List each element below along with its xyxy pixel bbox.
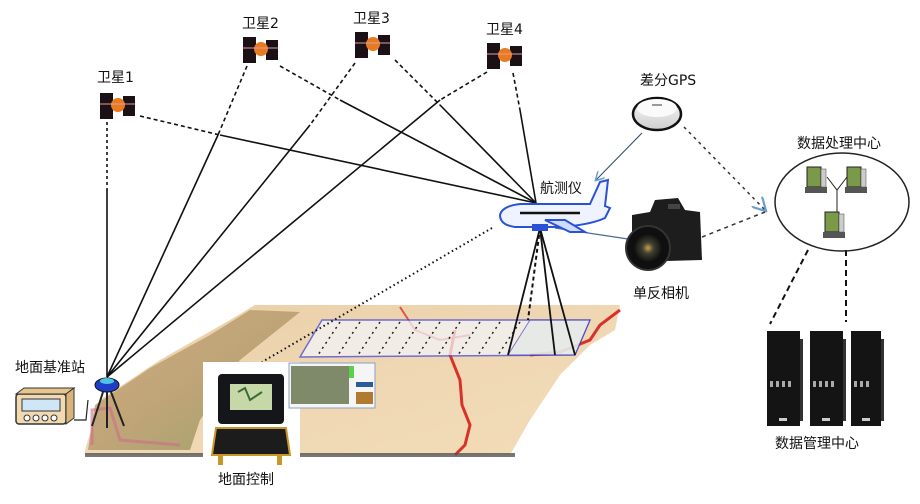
satellite-4-icon [487, 43, 522, 69]
aircraft-icon [498, 178, 612, 233]
aircraft-label: 航测仪 [540, 181, 582, 197]
satellite-3-icon [355, 32, 390, 58]
data-management-center-label: 数据管理中心 [775, 436, 859, 452]
map-screen-thumbnail [288, 362, 376, 409]
camera-to-processing-link [701, 211, 766, 238]
gps-to-processing-link [683, 126, 765, 210]
rugged-laptop-icon [210, 374, 292, 465]
data-processing-center [774, 152, 910, 252]
ground-base-station-label: 地面基准站 [15, 360, 85, 376]
aircraft-to-ground-control-link [261, 227, 493, 363]
ground-control [203, 362, 376, 465]
server-rack-icon [851, 331, 884, 426]
data-management-center [767, 331, 884, 426]
processing-to-management-link-1 [769, 249, 809, 325]
server-rack-icon [810, 331, 846, 426]
gps-to-aircraft-link [596, 132, 643, 180]
workstation-icon [823, 211, 845, 238]
workstation-icon [845, 166, 867, 193]
dslr-camera-icon [625, 198, 702, 271]
receiver-box-icon [14, 387, 76, 425]
satellite-2-icon [243, 37, 278, 63]
satellite-3-label: 卫星3 [353, 11, 390, 27]
camera-label: 单反相机 [633, 286, 689, 302]
satellite-1-label: 卫星1 [97, 70, 134, 86]
differential-gps-icon [631, 96, 683, 132]
satellite-1-icon [100, 93, 135, 119]
satellite-signal-lines [106, 59, 537, 378]
gps-antenna-tripod-icon [91, 377, 125, 428]
ground-base-station [14, 377, 125, 428]
satellite-4-label: 卫星4 [486, 22, 523, 38]
workstation-icon [805, 166, 827, 193]
ground-control-label: 地面控制 [218, 472, 274, 488]
differential-gps-label: 差分GPS [640, 73, 697, 89]
satellite-2-label: 卫星2 [242, 16, 279, 32]
survey-grid-strip [298, 227, 592, 358]
data-processing-center-label: 数据处理中心 [797, 136, 881, 152]
server-rack-icon [767, 331, 803, 426]
